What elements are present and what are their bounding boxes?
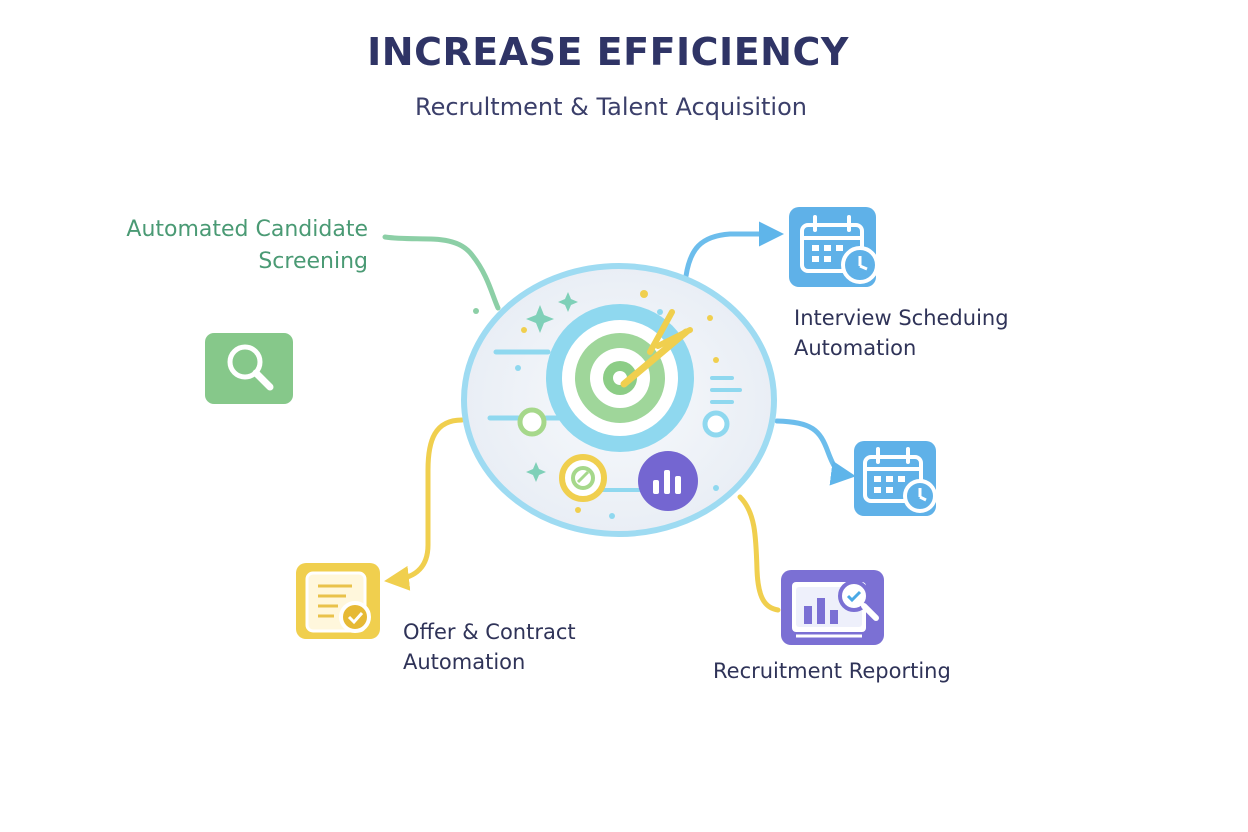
connector-interview [683, 221, 784, 279]
magnifier-icon [227, 344, 274, 391]
page-subtitle: Recrultment & Talent Acquisition [415, 93, 807, 121]
label-line: Screening [258, 249, 368, 274]
calendar2-icon-tile[interactable] [854, 441, 937, 516]
connector-dot [473, 308, 479, 314]
sparkle-icon [526, 292, 578, 482]
offer-icon-tile[interactable] [296, 563, 380, 639]
reporting-icon-tile[interactable] [781, 570, 884, 645]
progress-badge-icon [559, 454, 607, 502]
label-automated-candidate-screening: Automated Candidate Screening [60, 214, 368, 278]
connector-reporting [737, 494, 781, 613]
connector-screening [382, 234, 501, 311]
bar-chart-magnifier-icon [792, 580, 879, 638]
label-line: Automated Candidate [126, 217, 368, 242]
interview-icon-tile[interactable] [789, 207, 879, 287]
screening-icon-tile[interactable] [205, 333, 293, 404]
connector-calendar2 [774, 418, 856, 486]
label-offer-contract: Offer & Contract Automation [403, 617, 643, 677]
label-line: Interview Scheduing [794, 306, 1009, 330]
label-line: Recruitment Reporting [713, 659, 951, 683]
connector-offer [384, 417, 465, 591]
hub [461, 263, 777, 537]
page-title: INCREASE EFFICIENCY [367, 30, 849, 74]
connectors [382, 221, 856, 613]
label-line: Automation [794, 336, 917, 360]
node-ring-icon [517, 407, 730, 438]
analytics-badge-icon [638, 451, 698, 511]
calendar-clock-icon [800, 215, 879, 284]
target-arrow-icon [546, 304, 694, 452]
label-interview-scheduling: Interview Scheduing Automation [794, 303, 1074, 363]
calendar-clock-icon [863, 447, 937, 513]
document-check-icon [305, 571, 371, 633]
decor-dots [515, 290, 719, 519]
label-recruitment-reporting: Recruitment Reporting [713, 656, 1033, 686]
label-line: Automation [403, 650, 526, 674]
label-line: Offer & Contract [403, 620, 576, 644]
